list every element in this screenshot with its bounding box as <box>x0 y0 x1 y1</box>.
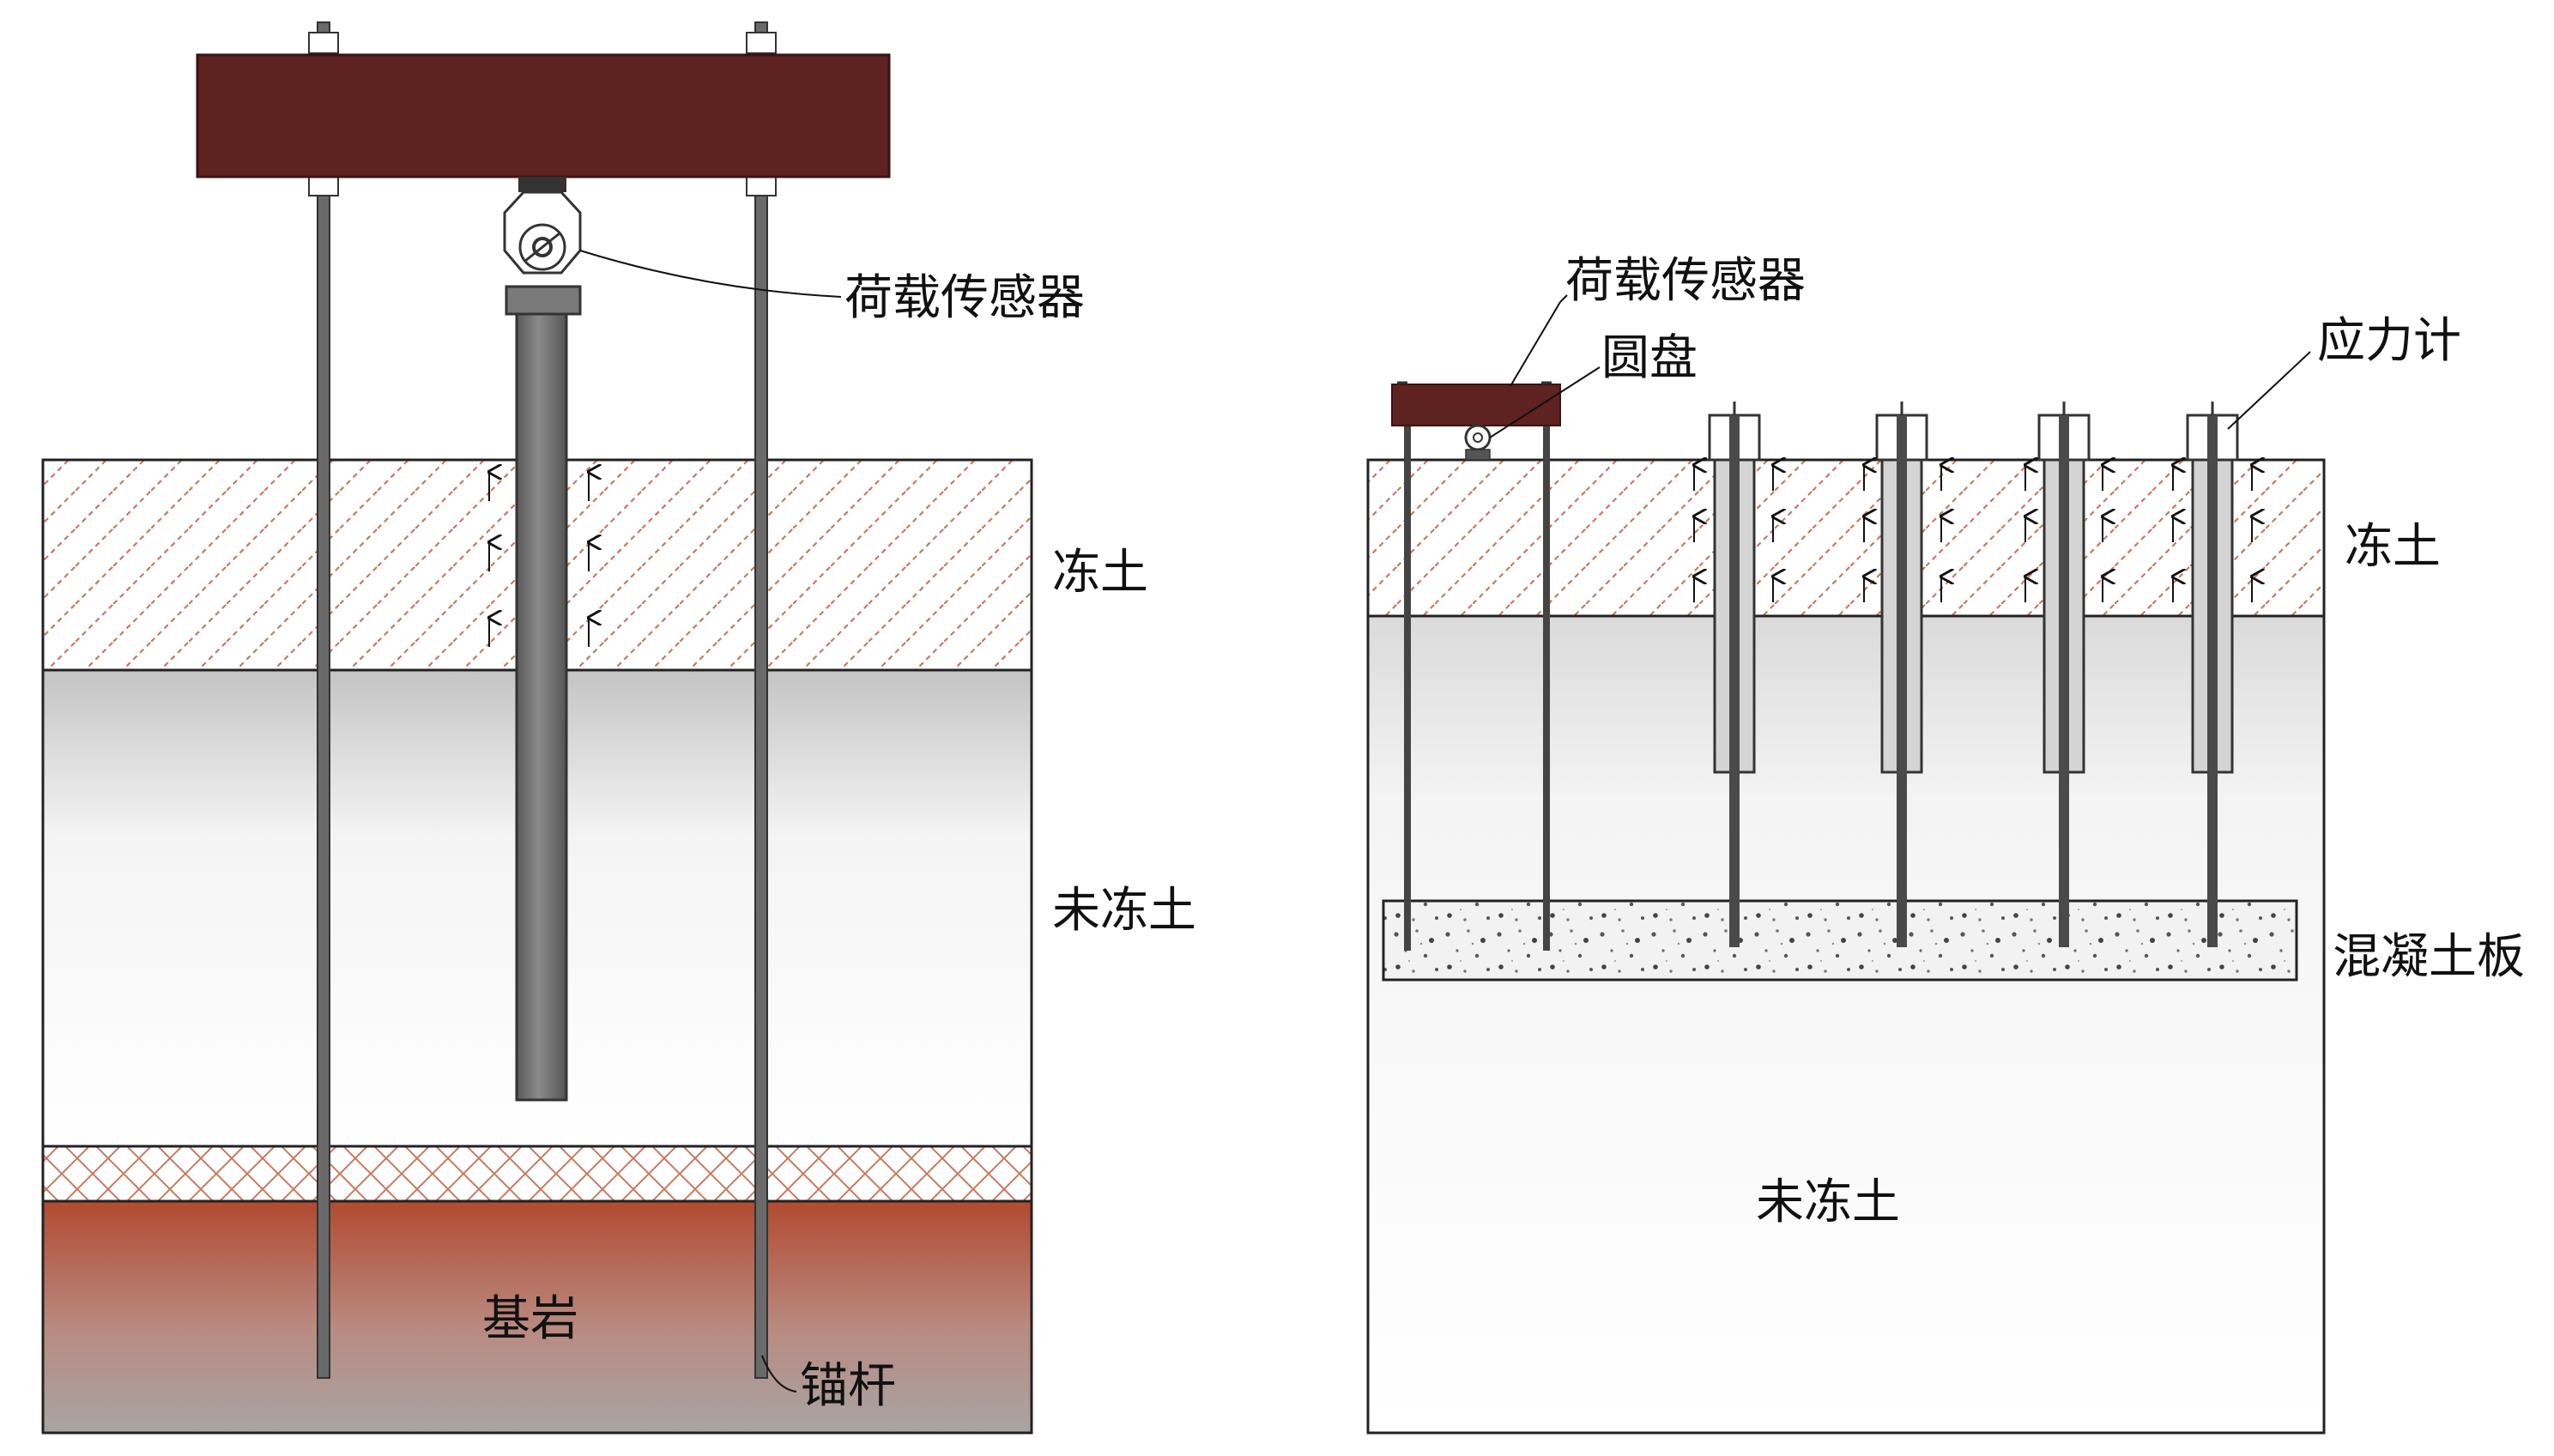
right-load-sensor-leader <box>1510 301 1561 387</box>
left-unfrozen-soil-label: 未冻土 <box>1052 883 1196 939</box>
right-disc-label: 圆盘 <box>1601 330 1698 386</box>
left-anchor-rod-label: 锚杆 <box>800 1358 896 1414</box>
right-frozen-soil-layer <box>1366 458 2326 618</box>
left-load-sensor-label: 荷载传感器 <box>844 270 1085 326</box>
left-bedrock-layer <box>41 1199 1033 1435</box>
pile-rod-3 <box>2059 415 2069 947</box>
sensor-mount <box>518 177 566 192</box>
left-reaction-beam <box>196 53 891 178</box>
right-load-sensor-core <box>1473 432 1483 443</box>
left-frost-heave-arrows <box>489 472 589 647</box>
sensor-shaft <box>524 232 560 263</box>
right-disc <box>1465 449 1491 461</box>
anchor-rod-left <box>317 21 330 1379</box>
right-load-sensor-label: 荷载传感器 <box>1565 253 1806 309</box>
instrumented-piles <box>1708 402 2239 947</box>
anchor-rod-leader-line <box>761 1355 797 1393</box>
left-pile-cap <box>505 285 582 316</box>
pile-1 <box>1708 402 1761 947</box>
nut-top-left <box>308 32 339 54</box>
left-anchor-rods <box>308 21 777 1379</box>
left-panel: 荷载传感器 冻土 未冻土 基岩 锚杆 <box>41 21 1196 1435</box>
left-interface-layer <box>41 1145 1033 1203</box>
pile-4 <box>2186 402 2239 947</box>
right-frost-heave-arrows <box>1694 465 2252 602</box>
stress-gauge-leader <box>2227 351 2311 430</box>
right-anchor-rod-1 <box>1404 424 1411 951</box>
nut-bottom-left <box>308 174 339 196</box>
right-concrete-slab <box>1382 899 2298 982</box>
left-test-pile <box>515 312 568 1102</box>
pile-rod-4 <box>2207 415 2218 947</box>
left-load-sensor <box>503 177 582 275</box>
right-reaction-beam <box>1391 384 1561 426</box>
right-concrete-slab-label: 混凝土板 <box>2333 929 2525 985</box>
load-sensor-leader-line <box>579 250 842 298</box>
pile-rod-1 <box>1729 415 1740 947</box>
right-anchor-rod-2 <box>1543 424 1550 951</box>
right-stress-gauge-label: 应力计 <box>2317 313 2461 369</box>
pile-rod-2 <box>1897 415 1907 947</box>
left-bedrock-label: 基岩 <box>482 1291 578 1347</box>
right-frozen-soil-label: 冻土 <box>2345 519 2441 575</box>
pile-2 <box>1875 402 1928 947</box>
right-unfrozen-soil-label: 未冻土 <box>1756 1175 1900 1230</box>
nut-top-right <box>746 32 777 54</box>
left-frozen-soil-label: 冻土 <box>1052 545 1148 601</box>
disc-leader <box>1489 366 1601 438</box>
pile-3 <box>2037 402 2091 947</box>
nut-bottom-right <box>746 174 777 196</box>
right-panel: 荷载传感器 圆盘 应力计 冻土 混凝土板 未冻土 <box>1366 253 2525 1435</box>
anchor-rod-right <box>754 21 768 1379</box>
